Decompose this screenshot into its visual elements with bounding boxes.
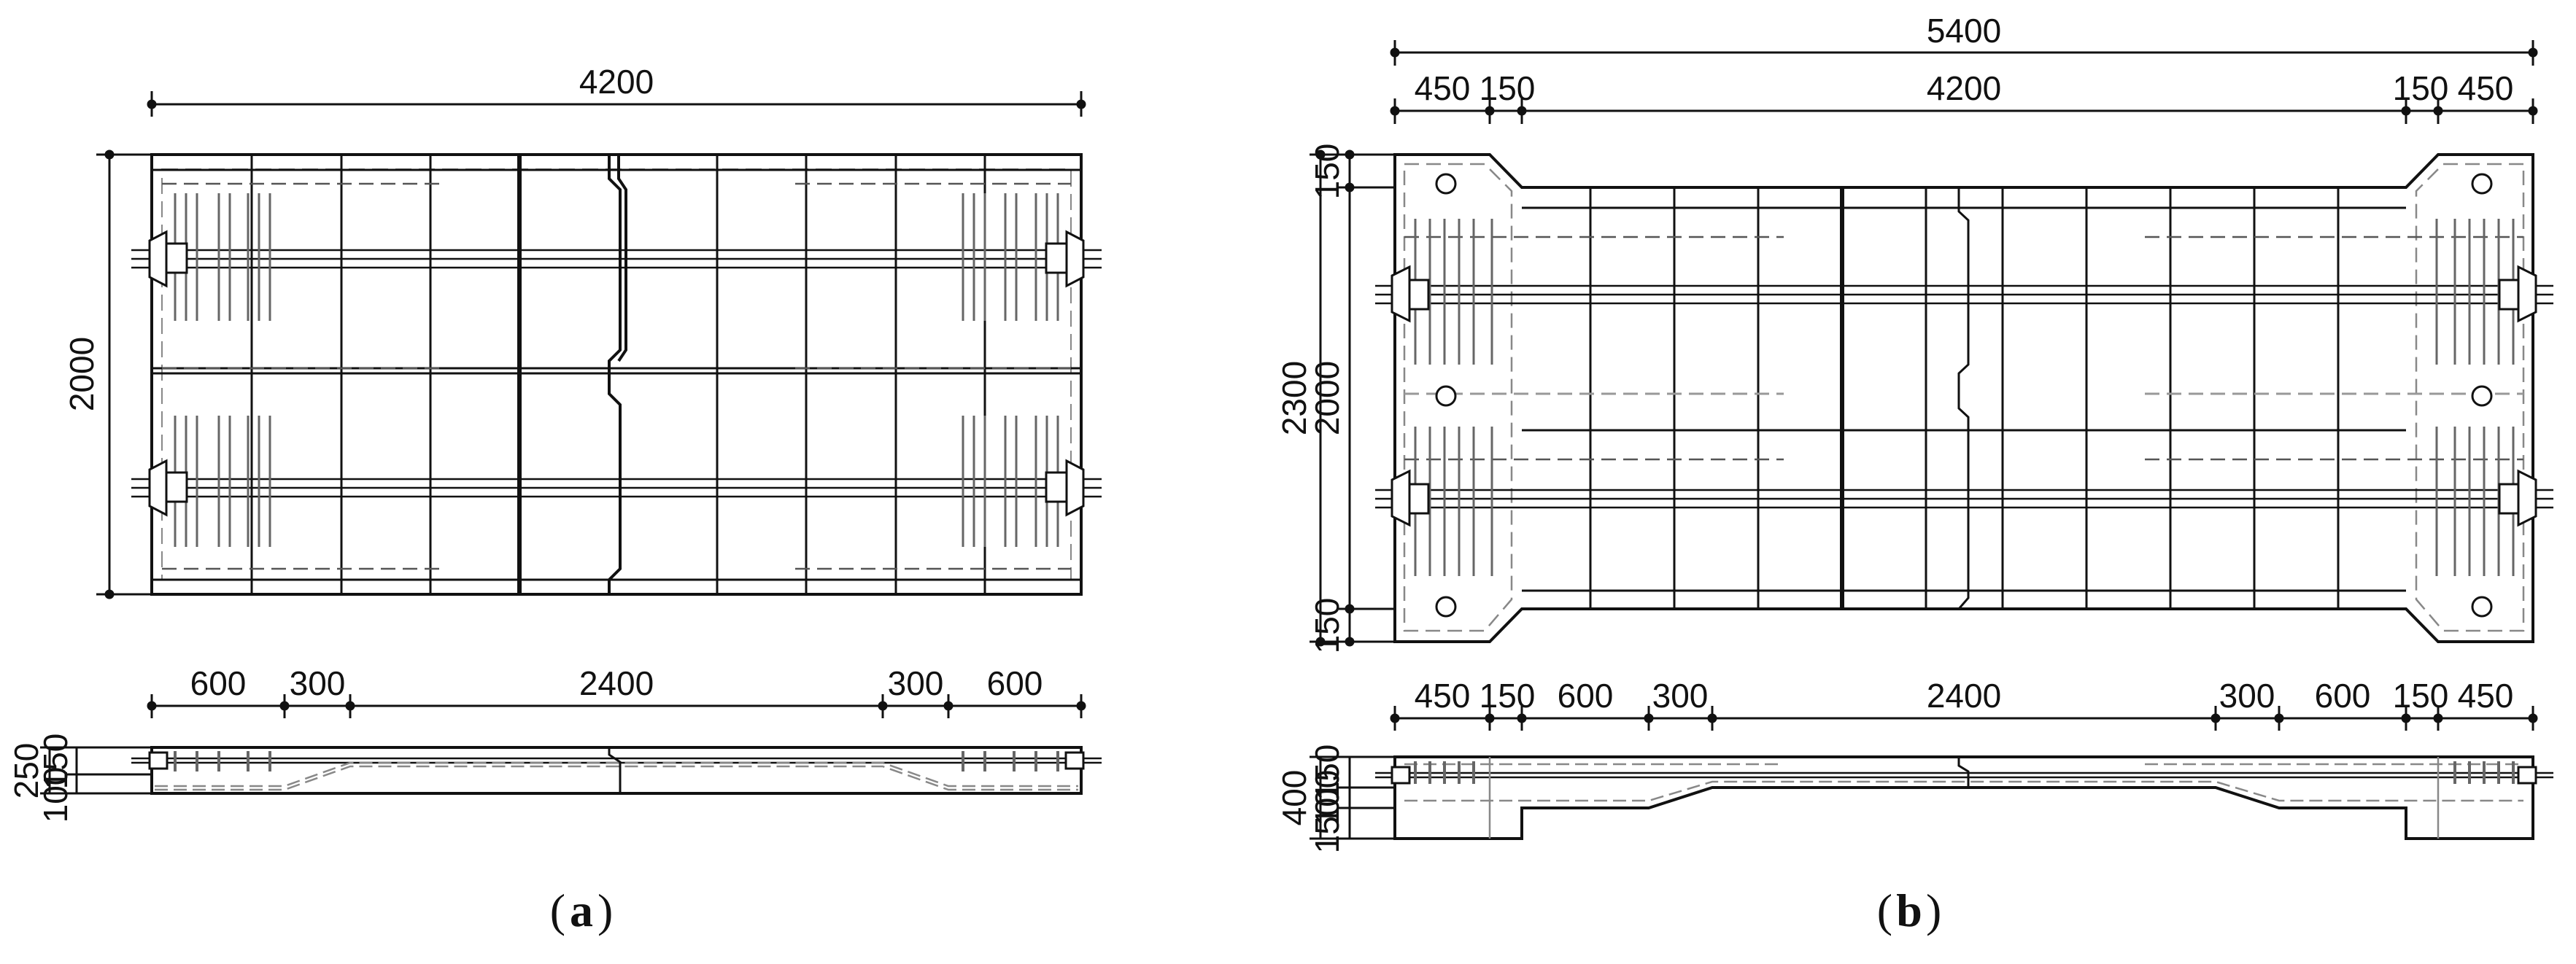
panel-a-seg-3: 2400 <box>579 664 654 702</box>
panel-b-caption-close: ) <box>1926 885 1941 936</box>
panel-b-depth-2: 100 <box>1308 770 1346 826</box>
panel-b-overall-dimension <box>1390 40 2538 66</box>
panel-a: 4200 2000 <box>7 63 1102 936</box>
panel-b-depth-1: 150 <box>1308 745 1346 801</box>
panel-b-seg-5: 450 <box>2458 69 2514 107</box>
panel-a-depth-1: 150 <box>36 734 74 790</box>
panel-a-depth-dimension <box>40 746 153 795</box>
panel-a-section-dimension <box>147 694 1086 718</box>
panel-a-caption-close: ) <box>597 885 613 936</box>
panel-a-height-dimension <box>96 149 157 599</box>
panel-b-sec-seg-3: 600 <box>1558 677 1614 715</box>
panel-b-sec-seg-2: 150 <box>1480 677 1536 715</box>
panel-b-sec-seg-4: 300 <box>1652 677 1709 715</box>
panel-b-section-dimension <box>1390 706 2538 731</box>
panel-b: 5400 450 150 4200 150 450 <box>1275 12 2553 936</box>
panel-b-sec-seg-7: 600 <box>2315 677 2371 715</box>
panel-b-caption-open: ( <box>1877 885 1892 936</box>
panel-b-caption-letter: b <box>1896 885 1922 936</box>
panel-b-segment-dimension <box>1390 98 2538 124</box>
panel-b-edge-top: 150 <box>1308 144 1346 200</box>
panel-b-sec-seg-6: 300 <box>2219 677 2275 715</box>
panel-b-seg-3: 4200 <box>1927 69 2001 107</box>
panel-b-seg-1: 450 <box>1415 69 1471 107</box>
panel-b-vertical-dimension <box>1310 149 1395 647</box>
panel-b-inner-height: 2000 <box>1308 361 1346 435</box>
panel-b-seg-4: 150 <box>2393 69 2449 107</box>
panel-b-plan-view <box>1375 153 2553 643</box>
panel-a-height-label: 2000 <box>63 337 101 411</box>
panel-b-depth-3: 150 <box>1308 798 1346 854</box>
panel-b-depth-dimension <box>1310 755 1395 840</box>
panel-b-overall-label: 5400 <box>1927 12 2001 50</box>
panel-b-sec-seg-1: 450 <box>1415 677 1471 715</box>
panel-a-caption-open: ( <box>550 885 565 936</box>
panel-a-total-depth: 250 <box>7 743 45 799</box>
panel-b-sec-seg-8: 150 <box>2393 677 2449 715</box>
panel-a-depth-2: 100 <box>36 767 74 823</box>
panel-a-width-label: 4200 <box>579 63 654 101</box>
panel-a-seg-1: 600 <box>190 664 247 702</box>
panel-a-seg-2: 300 <box>290 664 346 702</box>
panel-b-sec-seg-9: 450 <box>2458 677 2514 715</box>
panel-b-sec-seg-5: 2400 <box>1927 677 2001 715</box>
panel-b-section-view <box>1375 755 2553 840</box>
panel-b-seg-2: 150 <box>1480 69 1536 107</box>
panel-a-plan-view <box>131 153 1102 596</box>
panel-a-seg-4: 300 <box>888 664 944 702</box>
panel-a-seg-5: 600 <box>987 664 1043 702</box>
panel-b-edge-bottom: 150 <box>1308 598 1346 654</box>
panel-a-width-dimension <box>147 91 1086 117</box>
panel-b-total-height: 2300 <box>1275 361 1313 435</box>
panel-b-total-depth: 400 <box>1275 770 1313 826</box>
panel-a-section-view <box>131 746 1102 795</box>
panel-a-caption-letter: a <box>570 885 593 936</box>
